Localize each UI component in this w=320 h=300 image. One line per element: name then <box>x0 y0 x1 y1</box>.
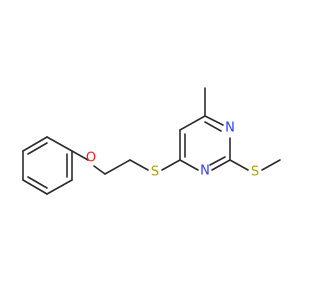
bond-ph-4-5 <box>22 179 48 195</box>
substituent-bonds <box>71 87 281 175</box>
atom-s-methylthio-label: S <box>251 165 259 180</box>
bond-ph-2-3-double <box>27 142 48 155</box>
bond-ph-2-3 <box>22 136 48 152</box>
bond-n1-c2-double <box>209 156 226 166</box>
bond-n3-c4-double <box>204 121 222 132</box>
bond-c6-n1 <box>179 159 199 171</box>
molecule-structure-diagram: N N S S O <box>22 87 281 195</box>
atom-o-ether-label: O <box>86 151 96 166</box>
pyrimidine-ring <box>179 115 231 171</box>
phenyl-ring <box>22 136 73 195</box>
bond-c2-s <box>229 159 249 171</box>
bond-s-ch2 <box>129 159 149 171</box>
bond-ph-1-2 <box>46 136 73 152</box>
atom-n1-label: N <box>200 164 210 179</box>
bond-c6-s <box>161 159 181 171</box>
bond-o-phenyl <box>71 150 89 161</box>
bond-ch2-o <box>93 165 106 175</box>
bond-ph-5-6 <box>46 179 73 195</box>
bond-ch2-ch2 <box>104 159 131 175</box>
bond-c4-c5 <box>179 115 206 131</box>
bond-n1-c2 <box>211 159 231 171</box>
bond-n3-c4 <box>204 115 224 126</box>
atom-s-thioether-label: S <box>151 165 159 180</box>
bond-s-methyl <box>261 159 281 171</box>
atom-labels: N N S S O <box>86 121 259 180</box>
bond-ph-4-5-double <box>27 176 48 189</box>
atom-n3-label: N <box>225 121 235 136</box>
